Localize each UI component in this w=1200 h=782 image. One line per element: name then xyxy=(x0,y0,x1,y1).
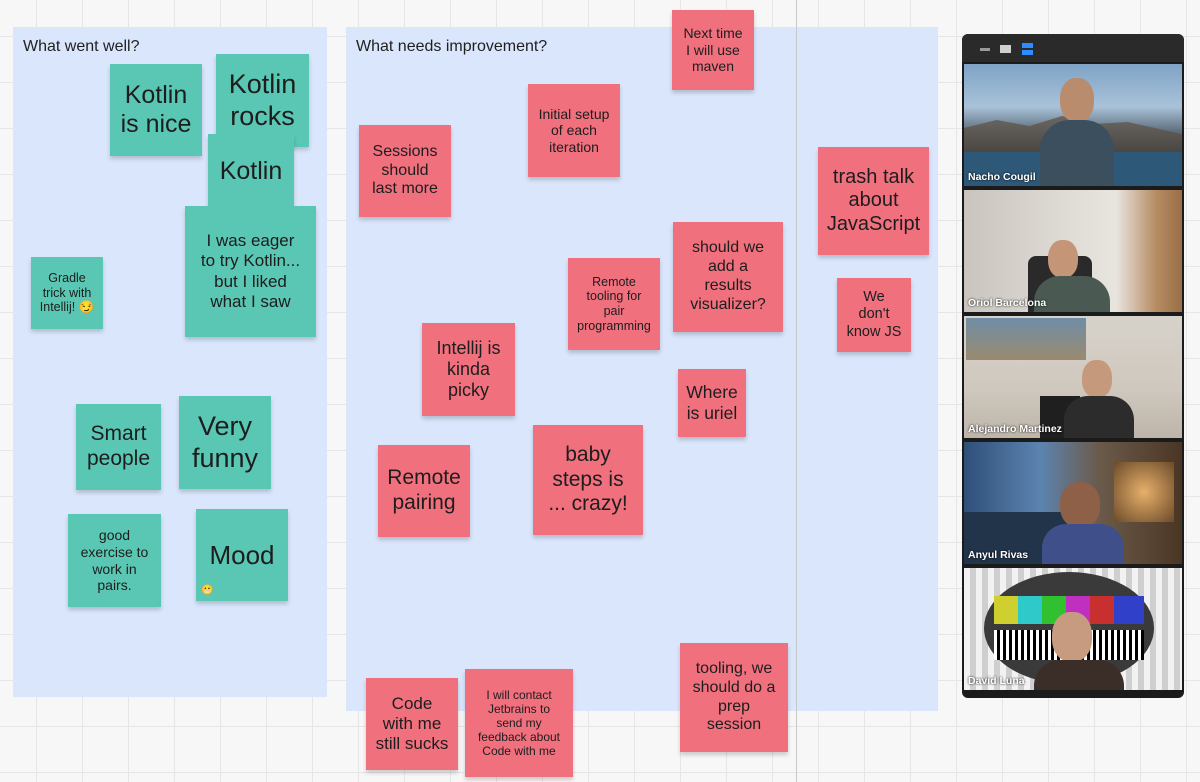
sticky-note[interactable]: Code with me still sucks xyxy=(366,678,458,770)
minimize-icon[interactable] xyxy=(980,48,990,51)
sticky-note[interactable]: I will contact Jetbrains to send my feed… xyxy=(465,669,573,777)
frame-title-went-well: What went well? xyxy=(23,38,140,55)
sticky-note[interactable]: Remote tooling for pair programming xyxy=(568,258,660,350)
person-silhouette xyxy=(1060,482,1100,528)
sticky-note[interactable]: should we add a results visualizer? xyxy=(673,222,783,332)
sticky-note[interactable]: Remote pairing xyxy=(378,445,470,537)
board-divider xyxy=(796,0,797,782)
sticky-note[interactable]: Very funny xyxy=(179,396,271,489)
person-silhouette xyxy=(1040,120,1114,186)
participant-video-tile[interactable]: Oriol Barcelona xyxy=(964,190,1182,312)
participant-name: Alejandro Martinez xyxy=(968,423,1062,435)
sticky-note[interactable]: good exercise to work in pairs. xyxy=(68,514,161,607)
sticky-note[interactable]: Kotlin rocks xyxy=(216,54,309,147)
video-call-panel[interactable]: Nacho Cougil Oriol Barcelona Alejandro M… xyxy=(962,34,1184,698)
participant-name: Oriol Barcelona xyxy=(968,297,1047,309)
sticky-note[interactable]: Next time I will use maven xyxy=(672,10,754,90)
person-silhouette xyxy=(1064,396,1134,438)
sticky-note[interactable]: tooling, we should do a prep session xyxy=(680,643,788,752)
participant-name: Anyul Rivas xyxy=(968,549,1029,561)
sticky-note[interactable]: I was eager to try Kotlin... but I liked… xyxy=(185,206,316,337)
frame-title-needs-improvement: What needs improvement? xyxy=(356,38,548,55)
participant-name: David Luna xyxy=(968,675,1025,687)
sticky-note[interactable]: Smart people xyxy=(76,404,161,490)
sticky-note[interactable]: Kotlin is nice xyxy=(110,64,202,156)
video-background xyxy=(1114,462,1174,522)
sticky-note[interactable]: baby steps is ... crazy! xyxy=(533,425,643,535)
person-silhouette xyxy=(1048,240,1078,278)
sticky-note[interactable]: Sessions should last more xyxy=(359,125,451,217)
person-silhouette xyxy=(1060,78,1094,122)
sticky-note[interactable]: Intellij is kinda picky xyxy=(422,323,515,416)
person-silhouette xyxy=(1052,612,1092,662)
video-call-toolbar xyxy=(962,34,1184,62)
person-silhouette xyxy=(1082,360,1112,398)
participant-video-tile-active[interactable]: David Luna xyxy=(964,568,1182,690)
participant-name: Nacho Cougil xyxy=(968,171,1036,183)
person-silhouette xyxy=(1034,660,1124,690)
gallery-view-icon[interactable] xyxy=(1022,43,1033,55)
sticky-note[interactable]: Initial setup of each iteration xyxy=(528,84,620,177)
sticky-note[interactable]: We don't know JS xyxy=(837,278,911,352)
sticky-note[interactable]: Kotlin xyxy=(208,134,294,210)
person-silhouette xyxy=(1042,524,1124,564)
participant-video-tile[interactable]: Anyul Rivas xyxy=(964,442,1182,564)
speaker-view-icon[interactable] xyxy=(1000,45,1011,53)
grimacing-emoji-icon: 😬 xyxy=(201,585,214,596)
sticky-note[interactable]: trash talk about JavaScript xyxy=(818,147,929,255)
participant-video-tile[interactable]: Alejandro Martinez xyxy=(964,316,1182,438)
sticky-note[interactable]: Where is uriel xyxy=(678,369,746,437)
video-background xyxy=(966,318,1086,360)
sticky-text: Mood xyxy=(209,539,275,570)
sticky-note[interactable]: Gradle trick with Intellij! 😏 xyxy=(31,257,103,329)
sticky-note[interactable]: Mood 😬 xyxy=(196,509,288,601)
person-silhouette xyxy=(1034,276,1110,312)
participant-video-tile[interactable]: Nacho Cougil xyxy=(964,64,1182,186)
